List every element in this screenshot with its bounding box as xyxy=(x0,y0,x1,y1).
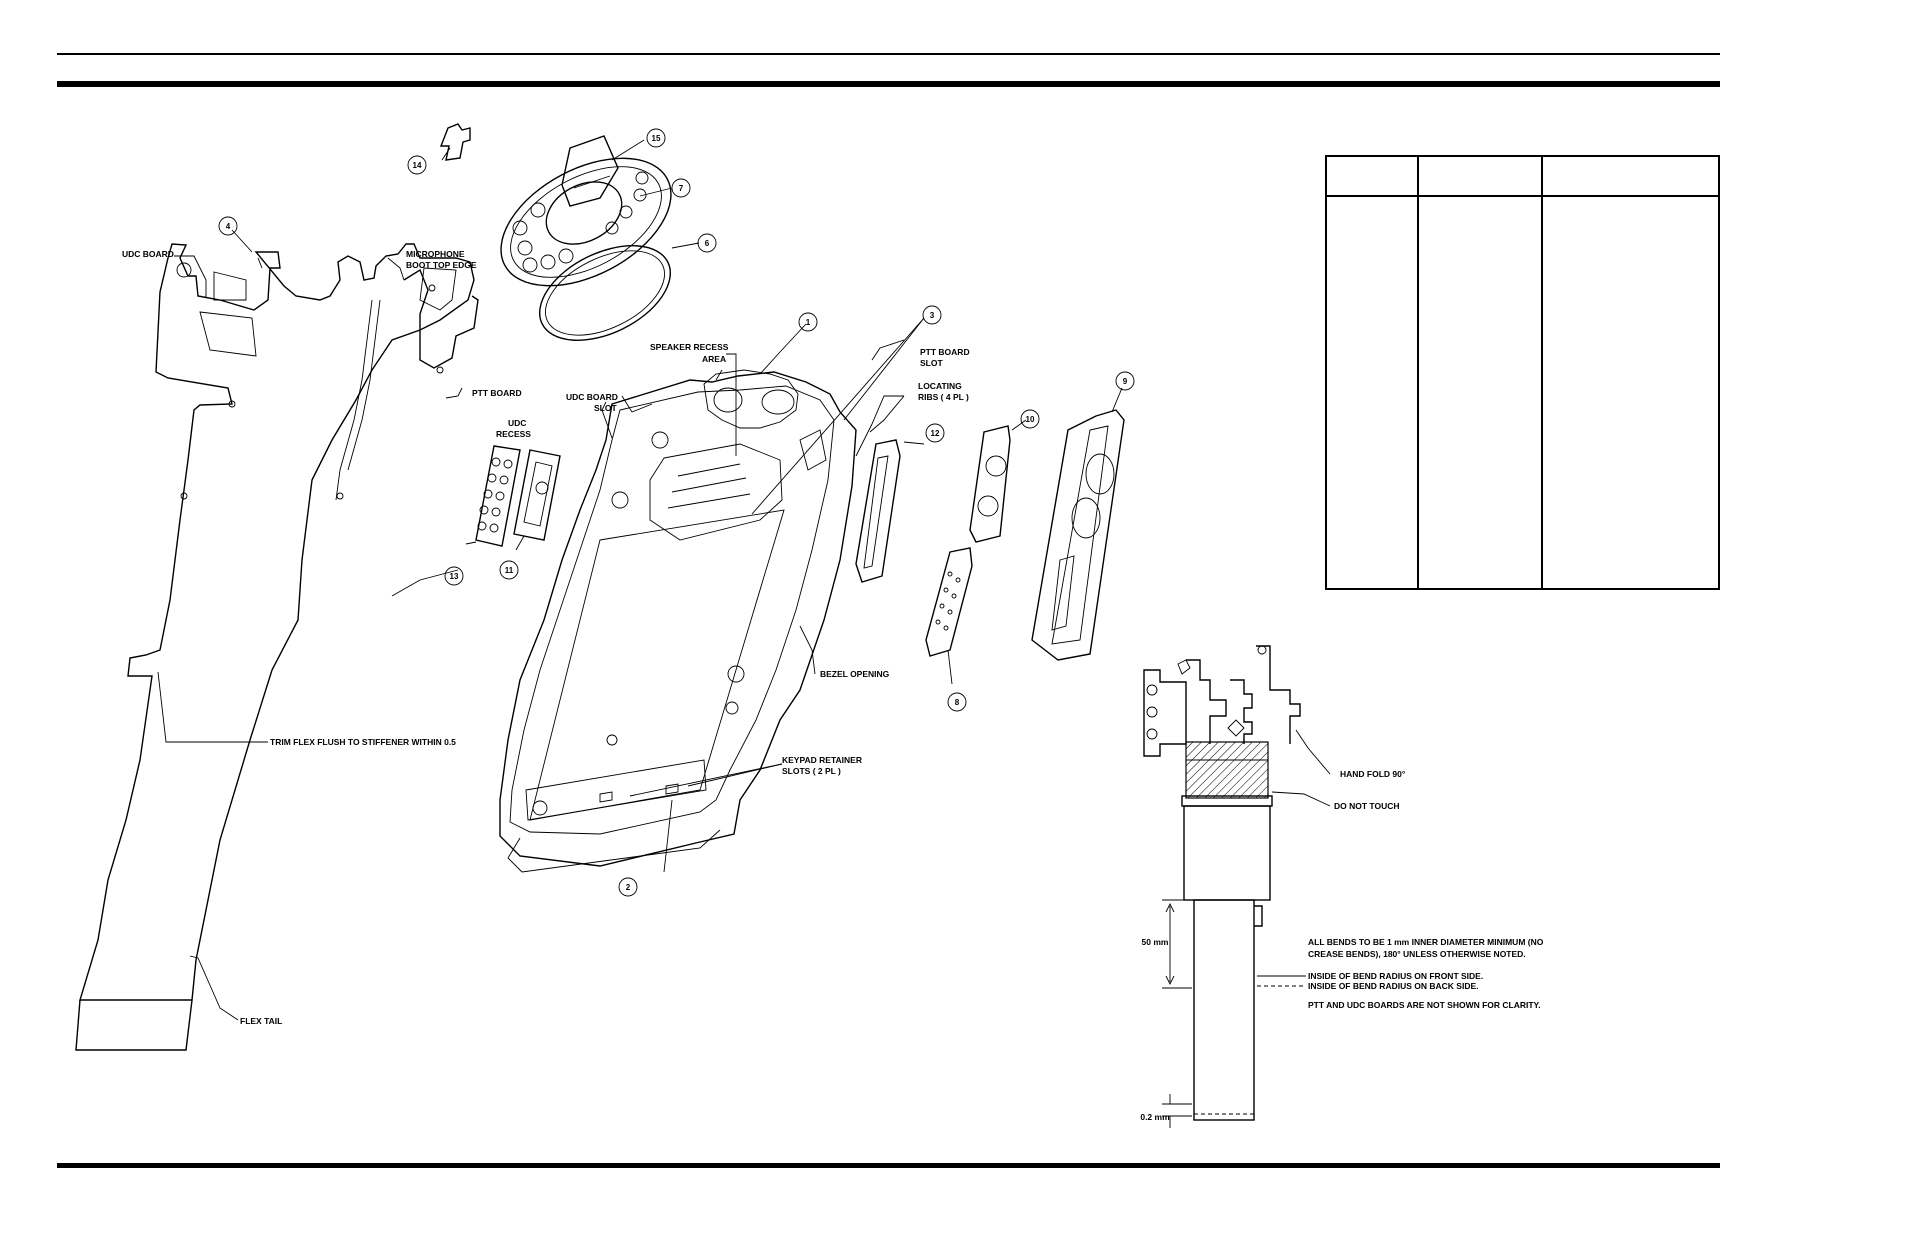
parts-table-col-1 xyxy=(1327,197,1419,588)
callout-15: 15 xyxy=(646,128,666,148)
part-10-button xyxy=(969,425,1011,543)
label-ptt-board: PTT BOARD xyxy=(472,388,522,398)
footer-rule xyxy=(57,1163,1720,1168)
callout-circles: 14 15 7 6 4 1 3 9 10 12 13 11 8 2 xyxy=(218,128,1135,897)
note-bends-1: ALL BENDS TO BE 1 mm INNER DIAMETER MINI… xyxy=(1308,937,1544,947)
label-ptt-board-slot-2: SLOT xyxy=(920,358,943,368)
parts-table-col-2 xyxy=(1419,197,1543,588)
svg-text:4: 4 xyxy=(226,222,231,231)
callout-12: 12 xyxy=(925,423,945,443)
callout-13: 13 xyxy=(444,566,464,586)
label-udc-board-slot-2: SLOT xyxy=(594,403,617,413)
callout-4: 4 xyxy=(218,216,238,236)
notes-block: ALL BENDS TO BE 1 mm INNER DIAMETER MINI… xyxy=(1308,937,1544,1010)
part-14-tab xyxy=(439,123,471,161)
note-back-side: INSIDE OF BEND RADIUS ON BACK SIDE. xyxy=(1308,981,1479,991)
part-13-keypad xyxy=(475,445,521,547)
callout-11: 11 xyxy=(499,560,519,580)
svg-text:11: 11 xyxy=(505,566,514,575)
label-dim-50mm: 50 mm xyxy=(1142,937,1169,947)
part-8-ptt-keypad xyxy=(925,547,973,657)
label-microphone-1: MICROPHONE xyxy=(406,249,465,259)
callout-2: 2 xyxy=(618,877,638,897)
label-trim-flex: TRIM FLEX FLUSH TO STIFFENER WITHIN 0.5 xyxy=(270,737,456,747)
parts-table-header xyxy=(1327,157,1718,197)
header-rule-thin xyxy=(57,53,1720,55)
svg-text:1: 1 xyxy=(806,318,811,327)
label-locating-ribs-2: RIBS ( 4 PL ) xyxy=(918,392,969,402)
label-do-not-touch: DO NOT TOUCH xyxy=(1334,801,1399,811)
label-speaker-recess-1: SPEAKER RECESS xyxy=(650,342,729,352)
parts-table-header-col-1 xyxy=(1327,157,1419,195)
svg-text:9: 9 xyxy=(1123,377,1128,386)
callout-3: 3 xyxy=(922,305,942,325)
flex-detail-view xyxy=(1143,645,1301,1121)
leader-lines xyxy=(157,139,1331,1021)
label-speaker-recess-2: AREA xyxy=(702,354,726,364)
callout-14: 14 xyxy=(407,155,427,175)
svg-text:8: 8 xyxy=(955,698,960,707)
svg-text:2: 2 xyxy=(626,883,631,892)
callout-7: 7 xyxy=(671,178,691,198)
parts-table-header-col-2 xyxy=(1419,157,1543,195)
flex-board-assembly xyxy=(75,243,479,1051)
svg-text:14: 14 xyxy=(413,161,422,170)
label-bezel-opening: BEZEL OPENING xyxy=(820,669,890,679)
callout-10: 10 xyxy=(1020,409,1040,429)
note-bends-2: CREASE BENDS), 180° UNLESS OTHERWISE NOT… xyxy=(1308,949,1526,959)
note-clarity: PTT AND UDC BOARDS ARE NOT SHOWN FOR CLA… xyxy=(1308,1000,1541,1010)
label-udc-board-slot-1: UDC BOARD xyxy=(566,392,618,402)
svg-text:3: 3 xyxy=(930,311,935,320)
svg-text:6: 6 xyxy=(705,239,710,248)
label-dim-02mm: 0.2 mm xyxy=(1140,1112,1170,1122)
label-keypad-retainer-1: KEYPAD RETAINER xyxy=(782,755,862,765)
note-front-side: INSIDE OF BEND RADIUS ON FRONT SIDE. xyxy=(1308,971,1483,981)
dimension-lines xyxy=(1162,899,1306,1128)
label-hand-fold: HAND FOLD 90° xyxy=(1340,769,1406,779)
label-udc-recess-1: UDC xyxy=(508,418,526,428)
label-locating-ribs-1: LOCATING xyxy=(918,381,962,391)
svg-text:10: 10 xyxy=(1026,415,1035,424)
callout-1: 1 xyxy=(798,312,818,332)
svg-text:13: 13 xyxy=(450,572,459,581)
part-11-keypad-seal xyxy=(513,449,561,541)
main-housing xyxy=(499,369,857,873)
speaker-assembly xyxy=(500,135,672,341)
label-udc-recess-2: RECESS xyxy=(496,429,531,439)
svg-text:7: 7 xyxy=(679,184,684,193)
parts-table-body xyxy=(1327,197,1718,588)
label-udc-board: UDC BOARD xyxy=(122,249,174,259)
label-flex-tail: FLEX TAIL xyxy=(240,1016,282,1026)
svg-text:12: 12 xyxy=(931,429,940,438)
callout-9: 9 xyxy=(1115,371,1135,391)
part-labels: UDC BOARD MICROPHONE BOOT TOP EDGE PTT B… xyxy=(122,249,1406,1122)
part-9-side-bezel xyxy=(1031,409,1125,661)
callout-6: 6 xyxy=(697,233,717,253)
svg-text:15: 15 xyxy=(652,134,661,143)
label-keypad-retainer-2: SLOTS ( 2 PL ) xyxy=(782,766,841,776)
callout-8: 8 xyxy=(947,692,967,712)
label-microphone-2: BOOT TOP EDGE xyxy=(406,260,477,270)
header-rule-thick xyxy=(57,81,1720,87)
part-12-bezel-rib xyxy=(855,439,901,583)
label-ptt-board-slot-1: PTT BOARD xyxy=(920,347,970,357)
parts-table xyxy=(1325,155,1720,590)
